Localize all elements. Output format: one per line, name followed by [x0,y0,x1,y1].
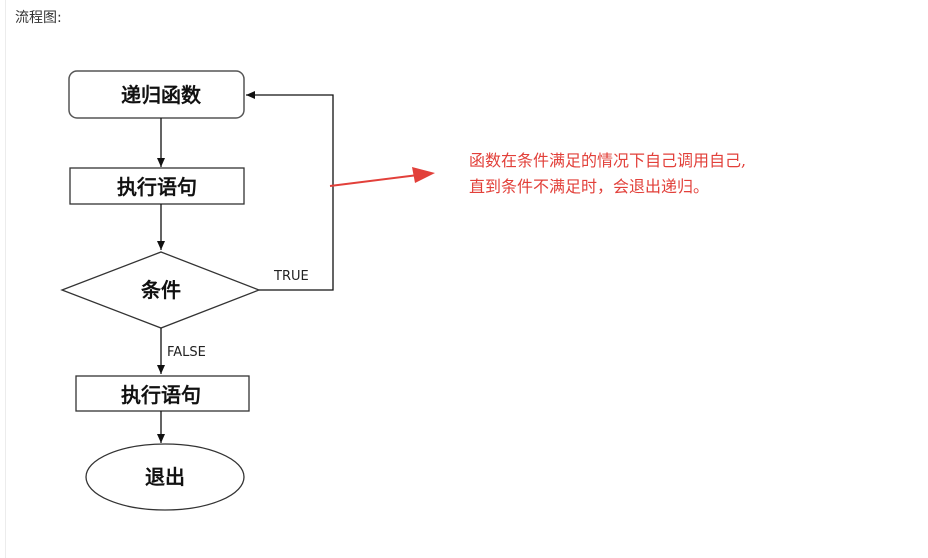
annotation-note: 函数在条件满足的情况下自己调用自己, 直到条件不满足时，会退出递归。 [469,148,889,200]
node-execute-statement-1-label: 执行语句 [117,175,197,199]
edge-false-label: FALSE [167,345,206,360]
node-execute-statement-1: 执行语句 [69,167,245,205]
node-exit-label: 退出 [145,465,185,489]
node-exit: 退出 [85,443,245,511]
annotation-arrow [329,167,435,187]
page-left-border [5,0,6,558]
node-condition-label: 条件 [141,278,181,302]
node-recursive-function-label: 递归函数 [121,83,202,107]
node-execute-statement-2-label: 执行语句 [121,383,201,407]
edge-true-label: TRUE [273,269,309,284]
node-recursive-function: 递归函数 [68,70,245,119]
edge-condition-true-loop [246,91,334,291]
node-condition: 条件 [60,251,261,329]
annotation-line-2: 直到条件不满足时，会退出递归。 [469,177,710,196]
section-heading: 流程图: [15,10,62,26]
annotation-line-1: 函数在条件满足的情况下自己调用自己, [469,151,747,170]
node-execute-statement-2: 执行语句 [75,375,250,412]
